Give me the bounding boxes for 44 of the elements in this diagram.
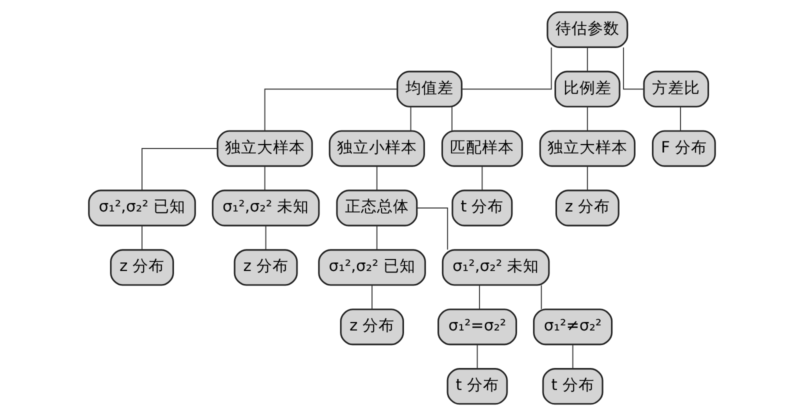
connector: [479, 284, 480, 310]
connector: [264, 166, 266, 191]
connector: [416, 208, 448, 250]
connector: [476, 344, 478, 370]
connector: [586, 166, 588, 191]
connector: [680, 106, 681, 132]
connector: [376, 166, 378, 191]
connector: [142, 148, 218, 191]
node-box: F 分布: [652, 130, 716, 167]
node-box: 待估参数: [546, 11, 628, 48]
connector: [540, 284, 542, 310]
connector: [482, 166, 483, 191]
node-box: t 分布: [542, 368, 604, 405]
node-box: 独立大样本: [216, 130, 313, 167]
node-box: t 分布: [452, 190, 513, 226]
connector: [451, 106, 452, 132]
node-box: 均值差: [396, 70, 462, 108]
node-box: t 分布: [446, 368, 508, 405]
node-box: 独立小样本: [328, 130, 425, 167]
connector: [376, 225, 378, 250]
node-box: z 分布: [340, 308, 404, 346]
connector: [265, 225, 266, 250]
connector: [623, 47, 644, 90]
connector: [586, 47, 588, 72]
connector: [410, 106, 412, 132]
connector: [461, 47, 552, 90]
node-box: σ₁²≠σ₂²: [533, 308, 613, 346]
connector: [586, 106, 588, 132]
connector: [372, 284, 373, 310]
node-box: z 分布: [110, 249, 174, 286]
connector: [264, 88, 398, 132]
node-box: 匹配样本: [441, 130, 523, 167]
node-box: σ₁²,σ₂² 已知: [88, 190, 196, 226]
node-box: z 分布: [234, 249, 298, 286]
node-box: 比例差: [554, 70, 620, 108]
node-box: 正态总体: [336, 190, 418, 226]
node-box: z 分布: [555, 190, 620, 226]
node-box: σ₁²,σ₂² 未知: [212, 190, 320, 226]
node-box: σ₁²,σ₂² 未知: [442, 249, 550, 286]
node-box: 独立大样本: [539, 130, 636, 167]
node-box: σ₁²,σ₂² 已知: [318, 249, 426, 286]
connector: [572, 344, 574, 370]
node-box: 方差比: [643, 70, 710, 108]
node-box: σ₁²=σ₂²: [438, 308, 518, 346]
